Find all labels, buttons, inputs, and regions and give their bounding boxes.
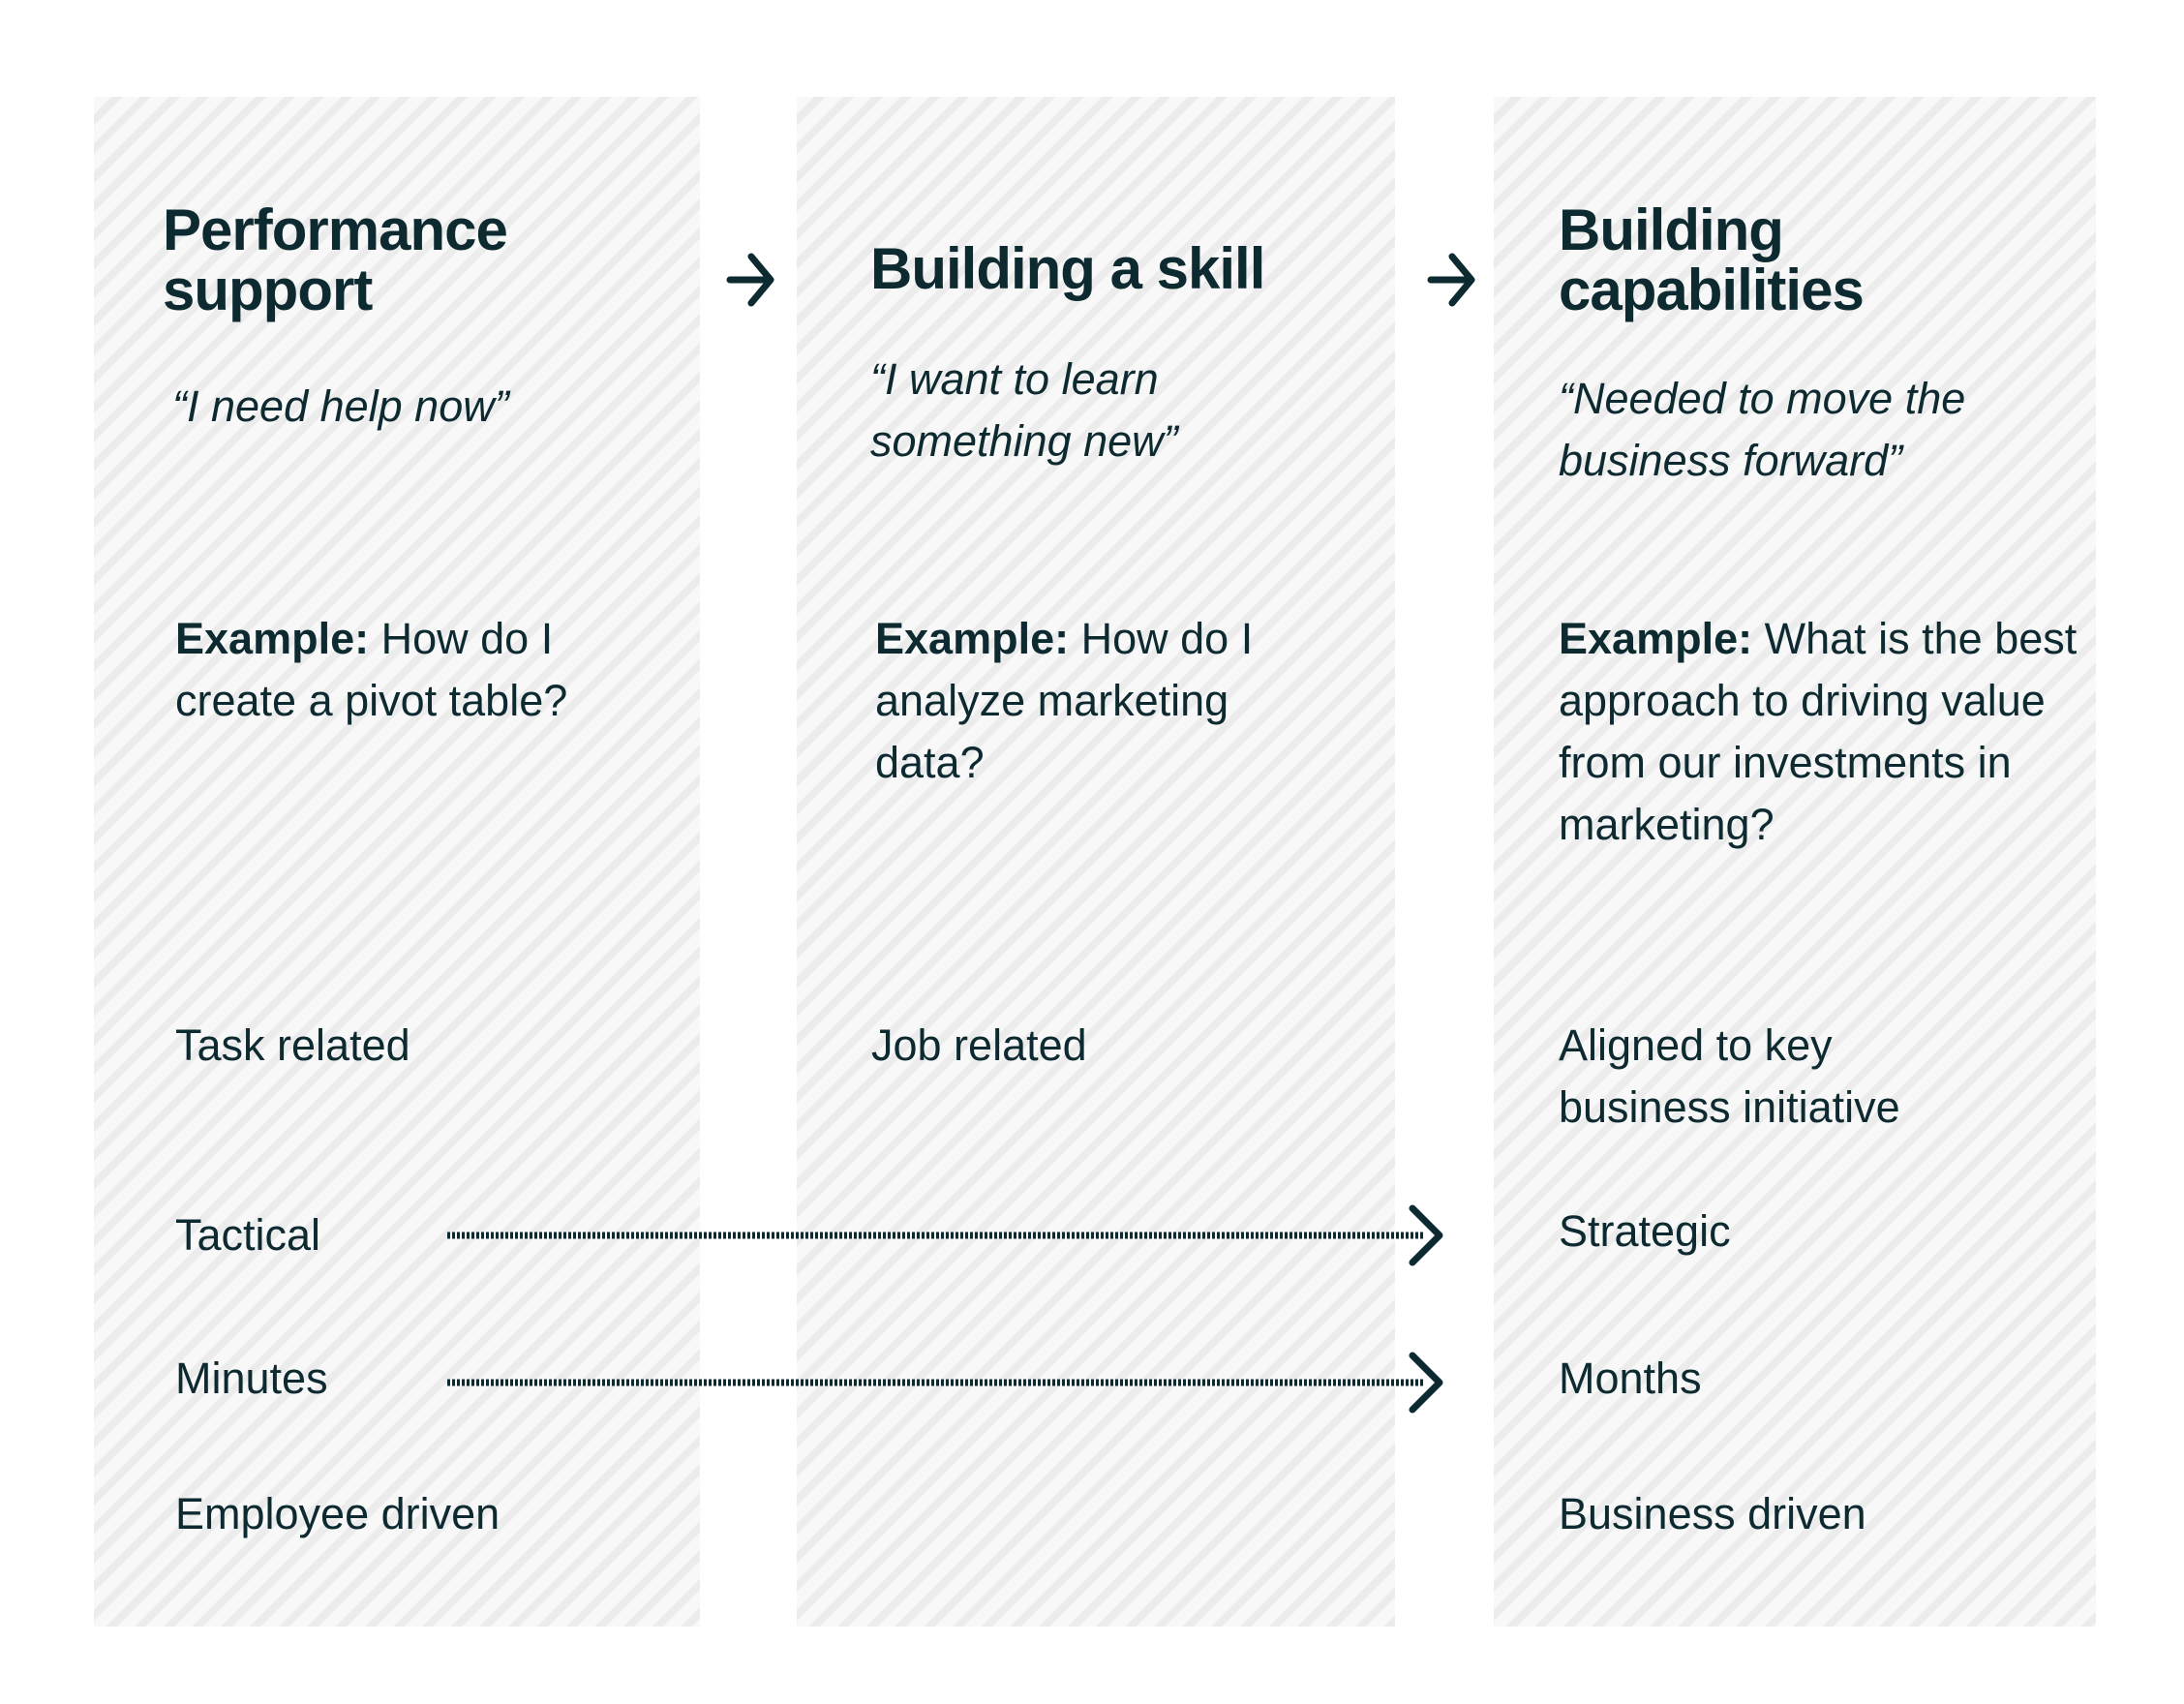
column-performance-support	[94, 97, 700, 1627]
chevron-right-icon	[1409, 1352, 1443, 1414]
column-3-duration: Months	[1559, 1354, 1702, 1403]
column-1-duration: Minutes	[175, 1354, 328, 1403]
column-3-scope-line1: Aligned to key	[1559, 1020, 1833, 1070]
column-2-scope: Job related	[871, 1020, 1087, 1070]
column-3-title-line1: Building	[1559, 198, 1784, 262]
column-building-capabilities	[1494, 97, 2096, 1627]
column-3-scope: Aligned to key business initiative	[1559, 1015, 1900, 1139]
tactical-to-strategic-arrow	[447, 1204, 1443, 1266]
column-1-scope: Task related	[175, 1020, 410, 1070]
column-3-quote-line2: business forward”	[1559, 436, 1903, 485]
arrow-right-icon	[726, 253, 774, 307]
column-2-quote-line1: “I want to learn	[870, 354, 1159, 404]
column-3-focus: Strategic	[1559, 1206, 1731, 1256]
column-3-quote-line1: “Needed to move the	[1559, 374, 1966, 423]
column-2-example: Example: How do I analyze marketing data…	[875, 608, 1320, 794]
column-1-title-line2: support	[163, 258, 373, 322]
column-3-title: Building capabilities	[1559, 198, 1865, 322]
column-1-example-text: How do I create a pivot table?	[175, 614, 568, 725]
column-1-title-line1: Performance	[163, 198, 508, 262]
column-1-focus: Tactical	[175, 1210, 321, 1260]
column-2-quote: “I want to learn something new”	[870, 349, 1178, 472]
column-3-example-text: What is the best approach to driving val…	[1559, 614, 2078, 849]
chevron-right-icon	[1409, 1204, 1443, 1266]
column-3-scope-line2: business initiative	[1559, 1082, 1900, 1132]
column-2-title: Building a skill	[870, 236, 1265, 301]
column-1-title: Performance support	[163, 198, 508, 322]
column-1-quote: “I need help now”	[172, 381, 509, 431]
column-3-example: Example: What is the best approach to dr…	[1559, 608, 2081, 856]
column-3-quote: “Needed to move the business forward”	[1559, 368, 1965, 492]
arrow-right-icon	[1427, 253, 1475, 307]
column-1-driver: Employee driven	[175, 1489, 500, 1538]
column-1-example-label: Example:	[175, 614, 370, 663]
column-3-example-label: Example:	[1559, 614, 1753, 663]
column-3-driver: Business driven	[1559, 1489, 1866, 1538]
column-3-title-line2: capabilities	[1559, 258, 1865, 322]
column-2-quote-line2: something new”	[870, 416, 1178, 466]
column-2-example-label: Example:	[875, 614, 1070, 663]
column-1-example: Example: How do I create a pivot table?	[175, 608, 601, 732]
column-building-a-skill	[797, 97, 1395, 1627]
column-2-example-text: How do I analyze marketing data?	[875, 614, 1254, 787]
minutes-to-months-arrow	[447, 1352, 1443, 1414]
